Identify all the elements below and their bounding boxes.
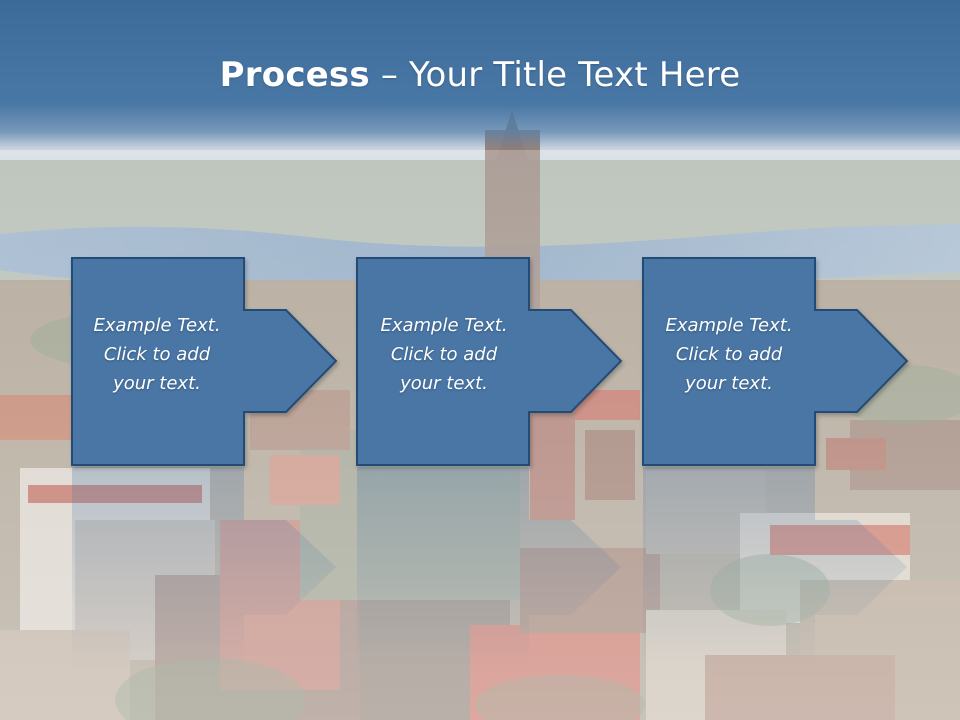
slide-title[interactable]: Process – Your Title Text Here [0, 52, 960, 98]
title-rest: Your Title Text Here [409, 55, 741, 95]
step-3-line-3: your text. [685, 373, 773, 394]
title-dash: – [380, 55, 399, 95]
step-2-line-3: your text. [400, 373, 488, 394]
process-step-1-text[interactable]: Example Text. Click to add your text. [71, 311, 243, 398]
step-2-line-1: Example Text. [380, 315, 508, 336]
process-step-2-text[interactable]: Example Text. Click to add your text. [358, 311, 530, 398]
step-3-line-1: Example Text. [665, 315, 793, 336]
step-1-line-3: your text. [113, 373, 201, 394]
process-step-3-text[interactable]: Example Text. Click to add your text. [643, 311, 815, 398]
step-1-line-1: Example Text. [93, 315, 221, 336]
title-bold-part: Process [219, 55, 370, 95]
title-banner [0, 0, 960, 150]
step-1-line-2: Click to add [103, 344, 211, 365]
step-3-line-2: Click to add [675, 344, 783, 365]
step-2-line-2: Click to add [390, 344, 498, 365]
